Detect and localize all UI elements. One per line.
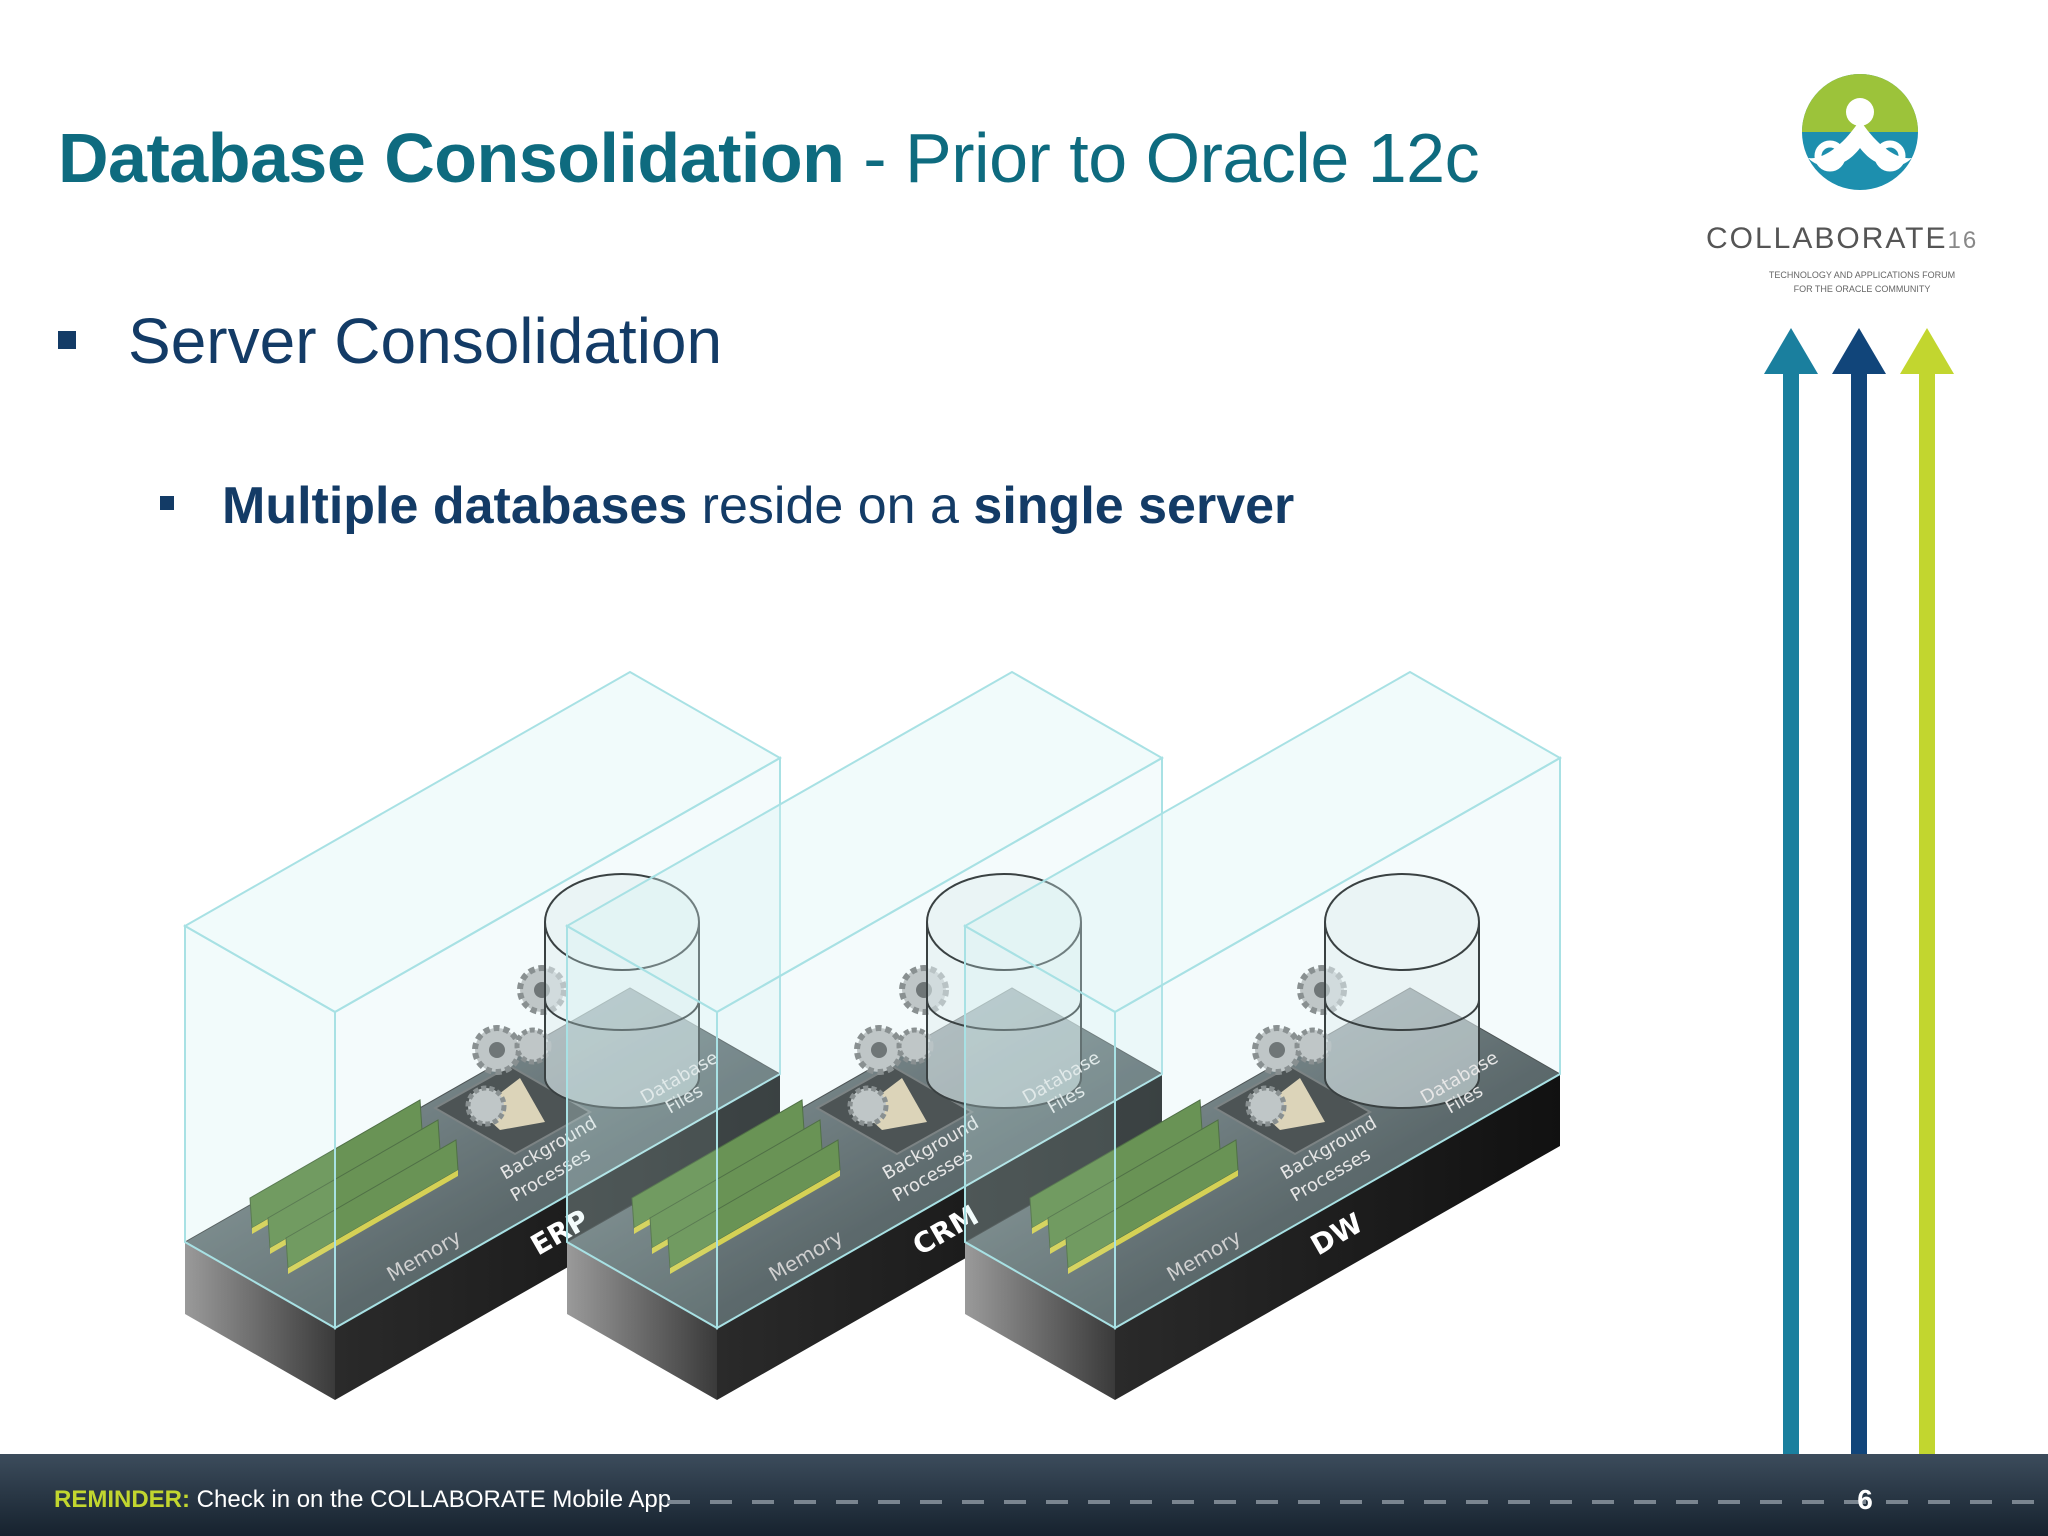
bullet-multiple-databases: Multiple databases reside on a single se… xyxy=(160,476,1294,536)
arrow-lime-shaft xyxy=(1919,368,1935,1458)
arrow-blue-icon xyxy=(1764,328,1818,374)
page-number: 6 xyxy=(1857,1484,1873,1515)
server-dw: Memory DW Background Processes Database … xyxy=(962,670,1563,1400)
server-erp: Memory ERP Background Processes Database… xyxy=(182,670,783,1400)
bullet2-bold-2: single server xyxy=(973,477,1295,535)
logo-tagline: TECHNOLOGY AND APPLICATIONS FORUM FOR TH… xyxy=(1732,268,1992,296)
bullet-server-consolidation: Server Consolidation xyxy=(58,304,722,378)
arrow-lime-icon xyxy=(1900,328,1954,374)
footer-reminder: REMINDER: Check in on the COLLABORATE Mo… xyxy=(54,1486,671,1514)
reminder-label: REMINDER: xyxy=(54,1486,190,1513)
arrow-blue-shaft xyxy=(1783,368,1799,1458)
logo-wordmark-text: COLLABORATE xyxy=(1706,222,1948,255)
bullet2-bold-1: Multiple databases xyxy=(222,477,688,535)
server-crm: Memory CRM Background Processes Database… xyxy=(564,670,1165,1400)
bullet2-text: reside on a xyxy=(687,477,974,535)
slide-title-bold: Database Consolidation xyxy=(58,119,845,197)
slide-title-rest: - Prior to Oracle 12c xyxy=(844,119,1480,197)
brand-arrows xyxy=(1764,328,1954,1458)
bullet1-text: Server Consolidation xyxy=(128,305,723,377)
reminder-text: Check in on the COLLABORATE Mobile App xyxy=(190,1486,672,1513)
slide-title: Database Consolidation - Prior to Oracle… xyxy=(58,118,1480,198)
server-consolidation-diagram: Memory ERP Background Processes Database… xyxy=(182,670,1563,1400)
logo-tagline-line1: TECHNOLOGY AND APPLICATIONS FORUM xyxy=(1768,270,1956,280)
footer-dashes xyxy=(668,1500,2038,1504)
arrow-navy-shaft xyxy=(1851,368,1867,1458)
footer-bar xyxy=(0,1454,2048,1536)
logo-wordmark: COLLABORATE16 xyxy=(1706,222,1978,256)
collaborate-logo-icon xyxy=(1802,74,1918,190)
bullet-square-icon xyxy=(58,331,76,350)
arrow-navy-icon xyxy=(1832,328,1886,374)
bullet-square-icon xyxy=(160,496,174,511)
logo-wordmark-number: 16 xyxy=(1947,227,1979,254)
logo-tagline-line2: FOR THE ORACLE COMMUNITY xyxy=(1793,284,1931,294)
